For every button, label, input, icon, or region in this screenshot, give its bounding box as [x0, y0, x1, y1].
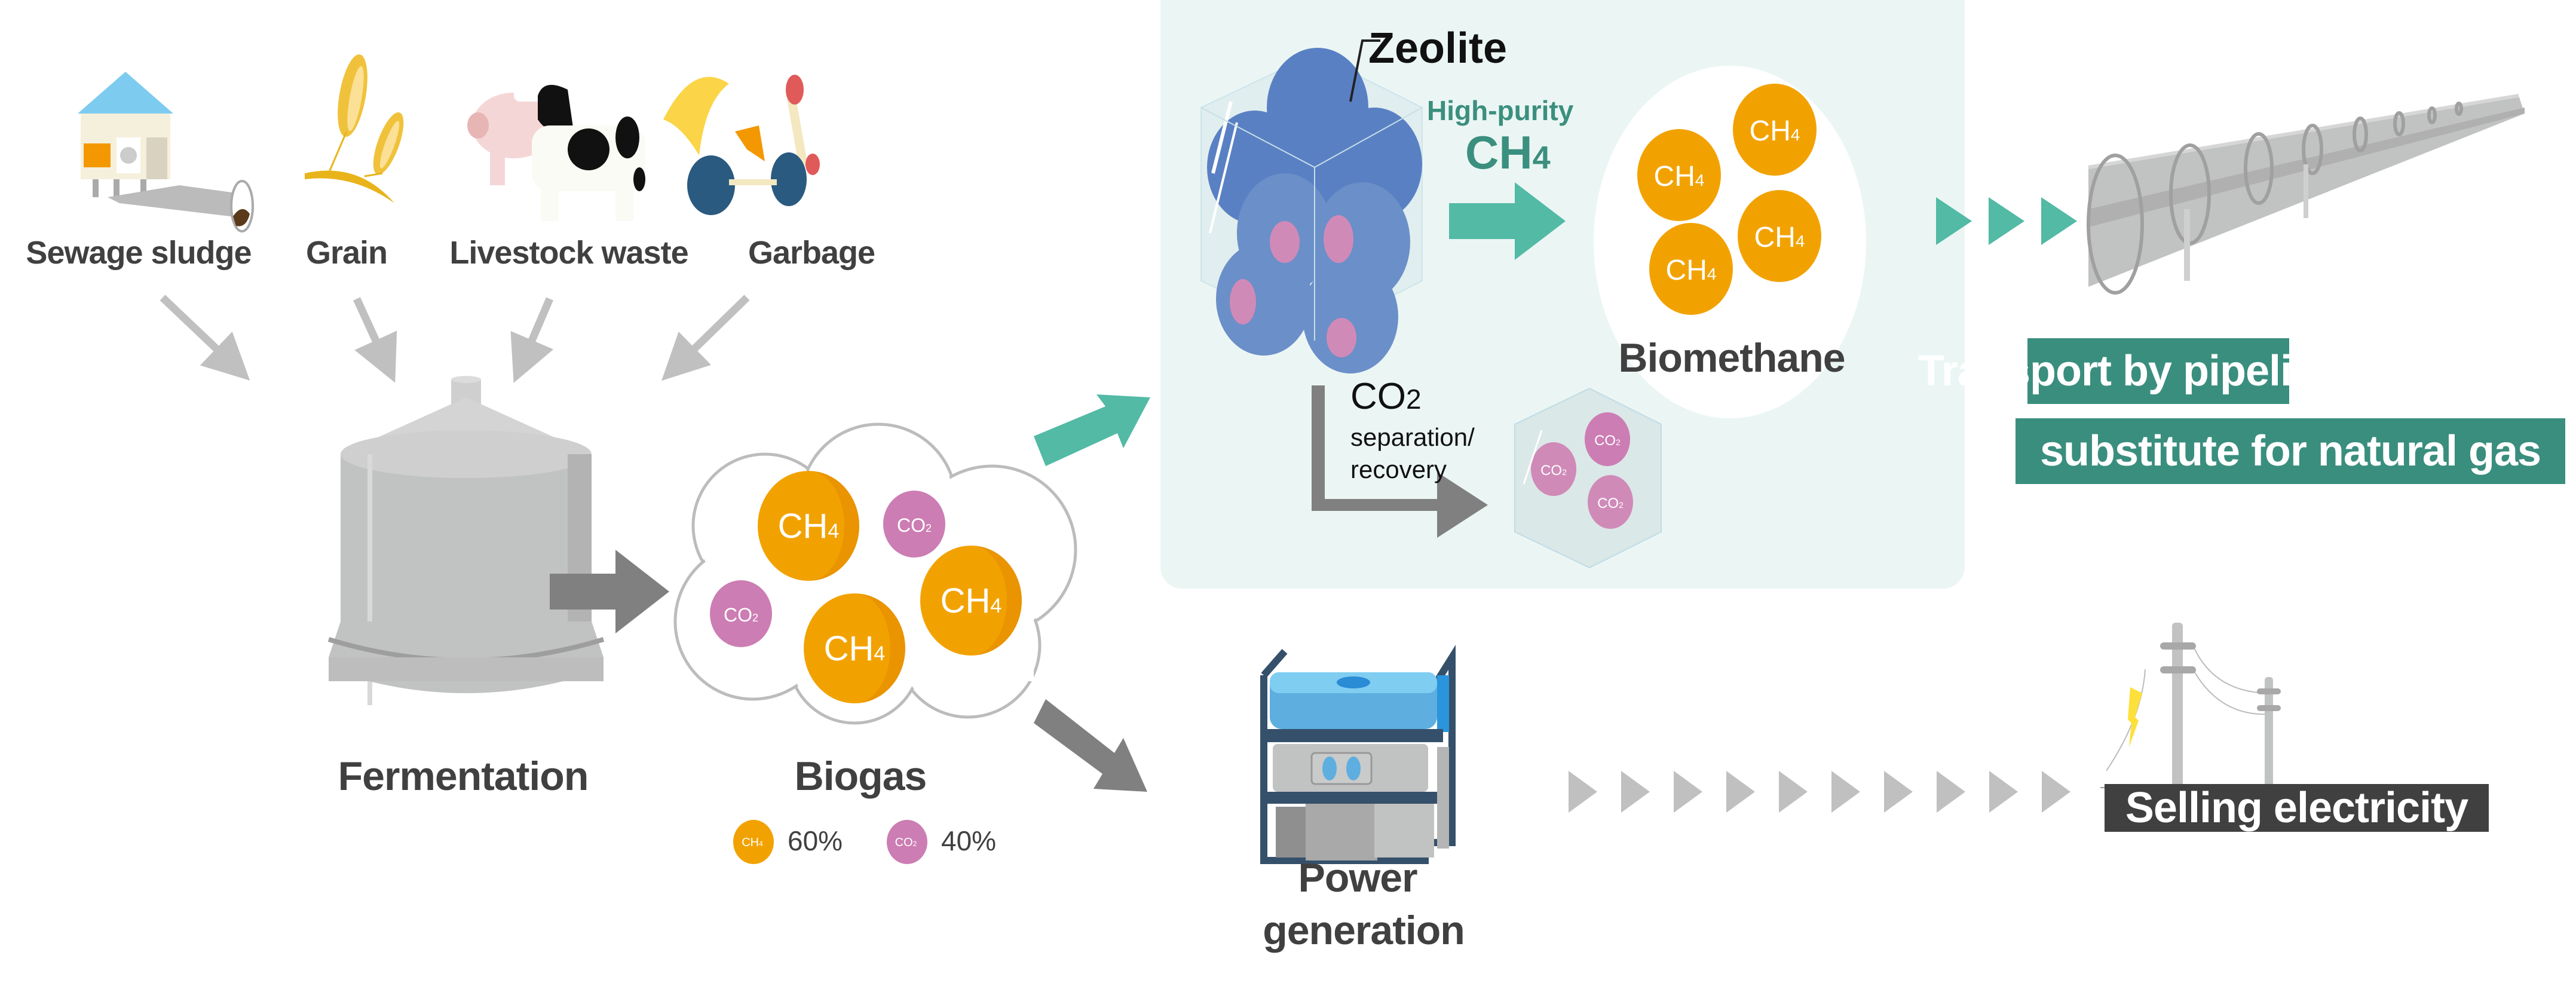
arrow-grain	[353, 297, 397, 383]
co2-capture-crystal-icon: CO2 CO2 CO2	[1514, 387, 1662, 569]
svg-text:CH4: CH4	[1654, 161, 1705, 192]
gray-chevrons	[1569, 771, 2070, 813]
chevron	[1831, 771, 1860, 813]
pipeline-outcome-line1: Transport by pipeline as	[1918, 338, 2399, 404]
svg-text:CH4: CH4	[824, 629, 886, 668]
source-label-sewage-sludge: Sewage sludge	[26, 235, 252, 271]
zeolite-label: Zeolite	[1368, 25, 1508, 72]
svg-text:CH4: CH4	[742, 836, 763, 849]
chevron	[1674, 771, 1702, 813]
co2-molecule: CO2	[1588, 475, 1633, 529]
cow-pig-icon	[467, 84, 645, 221]
co2-label: CO2	[1350, 375, 1422, 418]
co2-molecule: CO2	[710, 580, 772, 647]
stage-label-power-line2: generation	[1263, 908, 1465, 953]
co2-molecule: CO2	[1585, 412, 1630, 466]
ch4-sub: 4	[1532, 140, 1551, 176]
svg-text:CO2: CO2	[724, 604, 758, 626]
high-purity-label: High-purity	[1427, 95, 1574, 126]
electricity-outcome-label: Selling electricity	[2105, 784, 2489, 832]
chevron	[1989, 197, 2024, 245]
svg-text:CO2: CO2	[1597, 495, 1624, 512]
svg-text:CO2: CO2	[897, 515, 932, 536]
wheat-icon	[305, 54, 404, 203]
ch4-molecule: CH4	[1738, 190, 1821, 282]
svg-text:CH4: CH4	[1750, 115, 1800, 147]
arrow-to-separation	[1034, 394, 1150, 466]
chevron	[1884, 771, 1913, 813]
co2-sub: 2	[1406, 384, 1422, 415]
zeolite-pointer-line	[1349, 39, 1380, 102]
legend-ch4-icon: CH4	[733, 820, 774, 864]
separation-line2: recovery	[1350, 455, 1447, 483]
legend-co2-percent: 40%	[941, 825, 997, 856]
power-pole-icon	[2100, 623, 2281, 788]
teal-chevrons	[1936, 197, 2077, 245]
ch4-molecule: CH4	[1649, 223, 1733, 315]
stage-label-biogas: Biogas	[794, 754, 927, 799]
svg-text:CH4: CH4	[941, 581, 1002, 620]
legend-ch4-percent: 60%	[788, 825, 843, 856]
stage-label-power-line1: Power	[1298, 855, 1417, 901]
legend-co2-icon: CO2	[887, 820, 927, 864]
arrow-to-biogas	[550, 550, 669, 633]
chevron	[1621, 771, 1650, 813]
generator-icon	[1260, 645, 1456, 864]
ch4-molecule: CH4	[1637, 129, 1721, 221]
co2-molecule: CO2	[883, 491, 945, 558]
source-label-grain: Grain	[305, 235, 388, 271]
biogas-molecules: CH4 CO2 CO2 CH4 CH4	[710, 471, 1022, 703]
svg-text:CH4: CH4	[1666, 255, 1717, 286]
chevron	[1726, 771, 1755, 813]
co2-main: CO	[1350, 376, 1406, 417]
svg-text:CO2: CO2	[1540, 463, 1567, 479]
ch4-molecule: CH4	[758, 471, 859, 581]
ch4-molecule: CH4	[1733, 84, 1817, 176]
arrow-sewage	[160, 295, 250, 381]
pipeline-outcome-line2: substitute for natural gas	[2016, 418, 2565, 484]
chevron	[2041, 197, 2077, 245]
pipeline-icon	[2087, 94, 2525, 295]
arrow-garbage	[661, 295, 750, 381]
source-label-garbage: Garbage	[748, 235, 875, 271]
arrow-livestock	[510, 297, 554, 383]
ch4-molecule: CH4	[804, 593, 905, 703]
high-purity-ch4-label: CH4	[1465, 125, 1551, 180]
chevron	[1989, 771, 2018, 813]
chevron	[1936, 197, 1972, 245]
arrow-co2-separation	[1312, 385, 1488, 538]
source-arrows	[160, 295, 750, 383]
separation-recovery-label: separation/ recovery	[1350, 421, 1475, 486]
zeolite-crystal-icon	[1200, 48, 1423, 373]
biomethane-icon: CH4 CH4 CH4 CH4	[1594, 66, 1866, 418]
ch4-main: CH	[1465, 126, 1533, 179]
stage-label-fermentation: Fermentation	[338, 754, 589, 799]
stage-label-biomethane: Biomethane	[1618, 335, 1845, 381]
co2-molecule: CO2	[1531, 442, 1576, 496]
svg-text:CO2: CO2	[895, 836, 917, 849]
svg-text:CH4: CH4	[778, 507, 840, 546]
chevron	[2042, 771, 2070, 813]
chevron	[1779, 771, 1808, 813]
fermentation-tank-icon	[327, 376, 605, 705]
food-waste-icon	[663, 75, 820, 215]
source-label-livestock-waste: Livestock waste	[449, 235, 688, 271]
arrow-to-biomethane	[1449, 182, 1566, 260]
svg-text:CO2: CO2	[1594, 433, 1621, 449]
arrow-to-power	[1034, 699, 1147, 792]
svg-text:CH4: CH4	[1754, 222, 1805, 253]
chevron	[1937, 771, 1965, 813]
chevron	[1569, 771, 1597, 813]
sewage-house-icon	[78, 72, 254, 232]
separation-line1: separation/	[1350, 423, 1475, 451]
ch4-molecule: CH4	[920, 546, 1022, 656]
